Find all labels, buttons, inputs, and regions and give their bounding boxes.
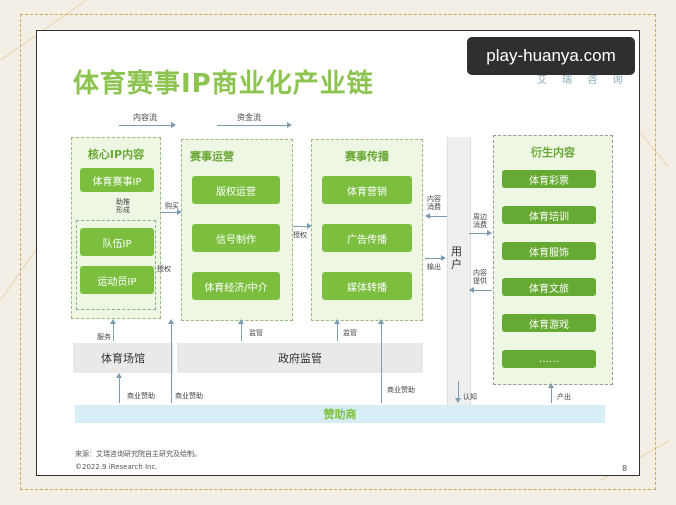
sponsor-label-c: 商业赞助 [387,386,415,394]
watermark-badge: play-huanya.com [467,37,635,75]
copyright: ©2022.9 iResearch Inc. [75,463,158,471]
service-label: 服务 [97,333,111,341]
slide: 体育赛事IP商业化产业链 iResearch 艾 瑞 咨 询 play-huan… [36,30,640,476]
help-form-label: 助推 形成 [116,198,130,214]
page-title: 体育赛事IP商业化产业链 [73,69,374,99]
logo-sub: 艾 瑞 咨 询 [537,75,629,86]
derivatives-item: 体育培训 [502,206,596,224]
peripheral-consume-label: 周边 消费 [473,213,487,229]
license-label-2: 授权 [293,231,307,239]
derivatives-title: 衍生内容 [531,146,575,159]
derivatives-item: 体育服饰 [502,242,596,260]
core-ip-item: 运动员IP [80,266,154,294]
supervise-label: 监管 [249,329,263,337]
government-box: 政府监管 [177,343,423,373]
core-ip-item: 体育赛事IP [80,168,154,192]
source-note: 来源：艾瑞咨询研究院自主研究及绘制。 [75,450,201,458]
broadcast-item: 广告传播 [322,224,412,252]
license-label: 授权 [157,265,171,273]
operation-item: 体育经济/中介 [192,272,280,300]
derivatives-panel: 衍生内容 体育彩票 体育培训 体育服饰 体育文旅 体育游戏 …… [493,135,613,385]
core-ip-title: 核心IP内容 [87,148,145,161]
derivatives-item: 体育文旅 [502,278,596,296]
venue-box: 体育场馆 [73,343,173,373]
supervise-label-2: 监管 [343,329,357,337]
broadcast-item: 体育营销 [322,176,412,204]
operation-item: 信号制作 [192,224,280,252]
broadcast-item: 媒体转播 [322,272,412,300]
operation-panel: 赛事运营 版权运营 信号制作 体育经济/中介 [181,139,293,321]
sponsor-bar: 赞助商 [75,405,605,423]
broadcast-panel: 赛事传播 体育营销 广告传播 媒体转播 [311,139,423,321]
capital-flow-label: 资金流 [237,113,261,122]
user-label: 用户 [451,245,462,271]
user-column [447,137,471,407]
content-flow-label: 内容流 [133,113,157,122]
operation-item: 版权运营 [192,176,280,204]
core-ip-item: 队伍IP [80,228,154,256]
derivatives-item: 体育彩票 [502,170,596,188]
derivatives-item: 体育游戏 [502,314,596,332]
content-consume-label: 内容 消费 [427,195,441,211]
dashed-frame [20,14,656,490]
operation-title: 赛事运营 [190,150,234,163]
sponsor-label-b: 商业赞助 [175,392,203,400]
output-label: 输出 [427,263,441,271]
core-ip-panel: 核心IP内容 体育赛事IP 助推 形成 队伍IP 运动员IP [71,137,161,319]
broadcast-title: 赛事传播 [345,150,389,163]
produce-label: 产出 [557,393,571,401]
purchase-label: 购买 [165,202,179,210]
page-number: 8 [622,464,628,473]
derivatives-item: …… [502,350,596,368]
recognize-label: 认知 [463,393,477,401]
sponsor-label-a: 商业赞助 [127,392,155,400]
content-provide-label: 内容 提供 [473,269,487,285]
